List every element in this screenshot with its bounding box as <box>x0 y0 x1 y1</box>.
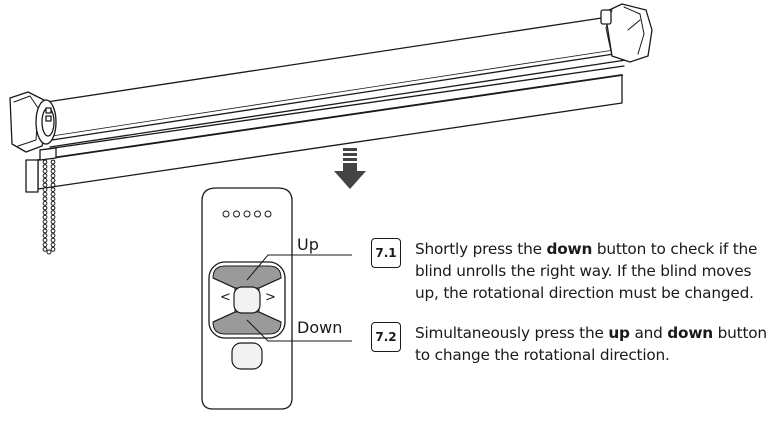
chain-bead <box>42 168 48 174</box>
chain-bead <box>50 214 56 220</box>
chain-bead <box>50 219 56 225</box>
roller-blind-illustration <box>9 3 653 193</box>
chain-bead <box>42 159 48 165</box>
chain-bead <box>42 196 48 202</box>
chain-bead <box>42 237 48 243</box>
chain-bead <box>42 228 48 234</box>
down-button[interactable] <box>212 311 282 335</box>
chain-bead <box>42 191 48 197</box>
chain-bead <box>50 178 56 183</box>
chain-bead <box>42 178 48 183</box>
led-dot <box>233 210 240 218</box>
chain-bead <box>42 242 48 248</box>
chain-bead <box>50 242 56 248</box>
led-dot <box>254 210 261 218</box>
chain-bead <box>42 173 48 179</box>
chain-bead <box>50 233 56 239</box>
chain-bead <box>42 187 48 193</box>
chain-bead <box>50 168 56 174</box>
my-position-button[interactable] <box>231 342 263 370</box>
chain-bead <box>42 233 48 239</box>
remote-control <box>201 187 352 410</box>
chain-bead <box>42 247 48 252</box>
bead-chain <box>42 159 56 255</box>
chain-bead <box>42 164 48 170</box>
chain-bead <box>50 164 56 170</box>
chain-bead <box>42 210 48 216</box>
chain-bead <box>50 182 56 188</box>
led-indicators <box>222 210 272 218</box>
chain-bead <box>50 159 56 165</box>
chain-bead <box>50 237 56 243</box>
down-label: Down <box>297 318 343 337</box>
chain-bead <box>42 201 48 206</box>
chain-bead <box>50 224 56 229</box>
chain-bead <box>42 214 48 220</box>
step-text: Simultaneously press the up and down but… <box>415 322 767 366</box>
step-text-line: up, the rotational direction must be cha… <box>415 284 754 302</box>
chain-bead <box>50 247 56 252</box>
step-7-2: 7.2 Simultaneously press the up and down… <box>371 322 767 366</box>
chain-bead <box>50 196 56 202</box>
left-glyph[interactable]: < <box>220 290 231 305</box>
step-7-1: 7.1 Shortly press the down button to che… <box>371 238 757 304</box>
stop-button[interactable] <box>233 286 261 314</box>
chain-bead <box>42 205 48 211</box>
chain-bead <box>50 210 56 216</box>
step-number-badge: 7.2 <box>371 322 401 352</box>
led-dot <box>222 210 230 218</box>
chain-bead <box>50 205 56 211</box>
chain-bead <box>42 224 48 229</box>
led-dot <box>243 210 251 218</box>
step-text: Shortly press the down button to check i… <box>415 238 757 304</box>
chain-bead <box>46 249 52 255</box>
right-glyph[interactable]: > <box>265 290 276 305</box>
chain-bead <box>50 228 56 234</box>
led-dot <box>264 210 272 218</box>
chain-bead <box>50 201 56 206</box>
step-text-line: Simultaneously press the up and down but… <box>415 324 767 342</box>
step-text-line: to change the rotational direction. <box>415 346 670 364</box>
chain-bead <box>42 182 48 188</box>
chain-bead <box>42 219 48 225</box>
chain-bead <box>50 173 56 179</box>
down-arrow-icon <box>334 148 366 189</box>
chain-bead <box>50 187 56 193</box>
chain-bead <box>50 191 56 197</box>
up-label: Up <box>297 235 319 254</box>
step-text-line: blind unrolls the right way. If the blin… <box>415 262 752 280</box>
step-number-badge: 7.1 <box>371 238 401 268</box>
up-button[interactable] <box>212 265 282 289</box>
step-text-line: Shortly press the down button to check i… <box>415 240 758 258</box>
